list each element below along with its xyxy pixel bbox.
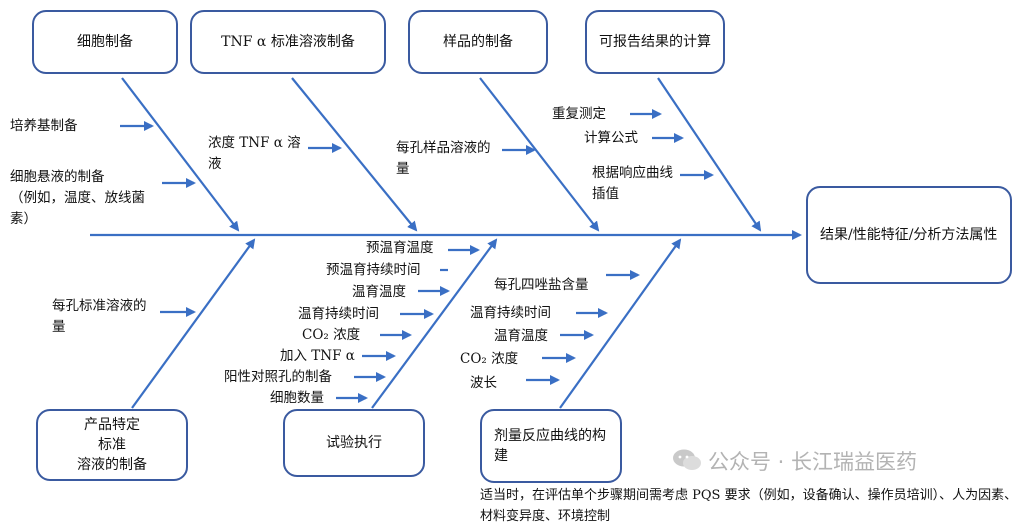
factor-medium: 培养基制备 (10, 118, 78, 134)
category-sample-prep: 样品的制备 (408, 10, 548, 74)
factor-add-tnf: 加入 TNF α (280, 348, 355, 364)
factor-co2: CO₂ 浓度 (302, 327, 361, 343)
watermark: 公众号 · 长江瑞益医药 (708, 450, 918, 474)
factor-wavelength: 波长 (470, 375, 497, 391)
factor-pre-temp: 预温育温度 (366, 240, 434, 256)
wechat-icon (673, 449, 701, 470)
category-cell-prep: 细胞制备 (32, 10, 178, 74)
factor-pre-time: 预温育持续时间 (326, 262, 421, 278)
category-tnf-std: TNF α 标准溶液制备 (190, 10, 386, 74)
category-product-std: 产品特定 标准 溶液的制备 (36, 409, 188, 481)
factor-inc-time: 温育持续时间 (298, 306, 379, 322)
factor-inc-temp2: 温育温度 (494, 328, 548, 344)
footnote: 适当时，在评估单个步骤期间需考虑 PQS 要求（例如，设备确认、操作员培训）、人… (480, 488, 1018, 524)
factor-std-vol: 每孔标准溶液的量 (52, 298, 147, 335)
category-dose-curve: 剂量反应曲线的构建 (480, 409, 622, 483)
factor-inc-temp: 温育温度 (352, 284, 406, 300)
factor-interp: 根据响应曲线插值 (592, 165, 673, 202)
bone-calc (657, 77, 762, 232)
bone-execution (371, 238, 498, 409)
bone-dose-curve (559, 238, 682, 409)
factor-inc-time2: 温育持续时间 (470, 305, 551, 321)
factor-formula: 计算公式 (584, 130, 638, 146)
result-box: 结果/性能特征/分析方法属性 (806, 186, 1012, 284)
factor-tnf-conc: 浓度 TNF α 溶液 (208, 135, 301, 172)
bone-tnf-std (291, 77, 418, 232)
bone-cell-prep (121, 77, 240, 232)
factor-sample-vol: 每孔样品溶液的量 (396, 140, 491, 177)
bone-sample-prep (479, 77, 600, 232)
factor-pos-ctrl: 阳性对照孔的制备 (224, 369, 332, 385)
factor-tetrazolium: 每孔四唑盐含量 (494, 277, 589, 293)
factor-co2-2: CO₂ 浓度 (460, 351, 519, 367)
category-execution: 试验执行 (283, 409, 425, 477)
factor-suspension: 细胞悬液的制备 （例如，温度、放线菌素） (10, 169, 145, 227)
category-calc: 可报告结果的计算 (585, 10, 725, 74)
factor-cell-count: 细胞数量 (270, 390, 324, 406)
factor-repeat: 重复测定 (552, 106, 606, 122)
bone-product-std (131, 238, 256, 409)
